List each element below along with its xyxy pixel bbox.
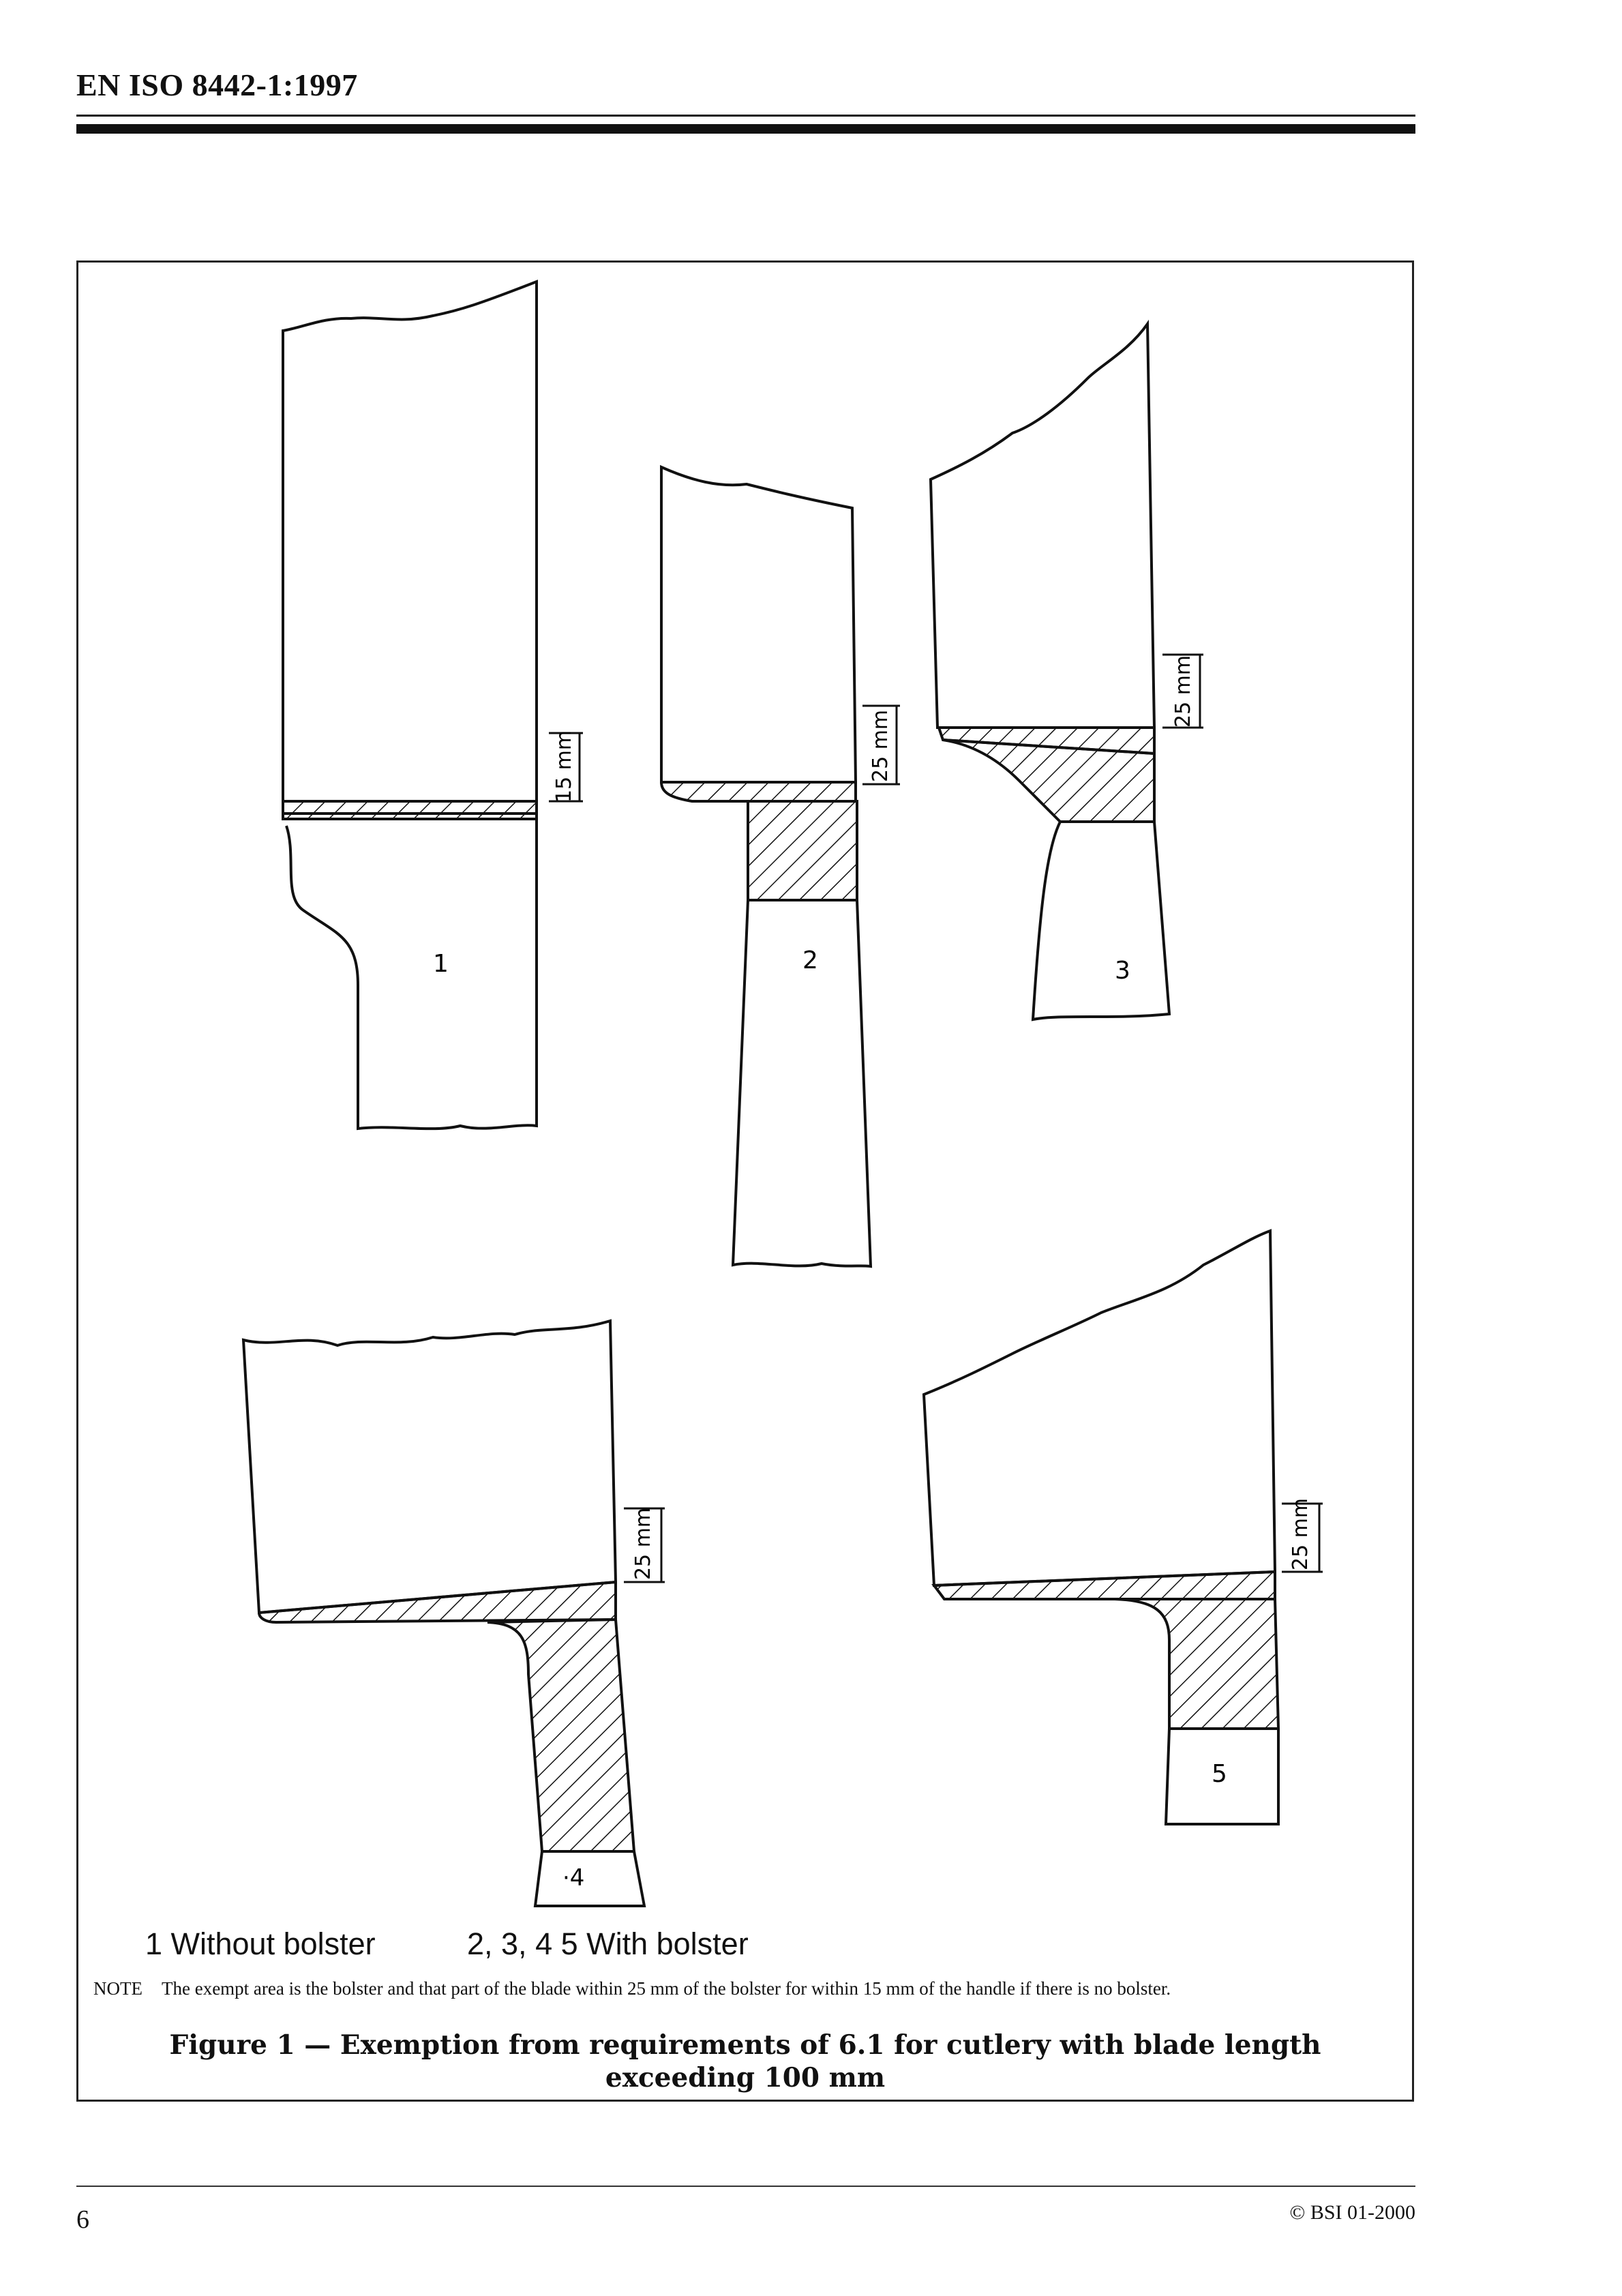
knife-3 — [929, 319, 1171, 1022]
figure-note: NOTE The exempt area is the bolster and t… — [93, 1976, 1396, 2001]
knife-2-handle — [731, 899, 873, 1268]
knife-2 — [659, 464, 873, 1268]
knife-1-label: 1 — [433, 950, 449, 978]
knife-5-label: 5 — [1212, 1760, 1227, 1788]
copyright: © BSI 01-2000 — [1289, 2201, 1415, 2224]
caption-line-1: Figure 1 — Exemption from requirements o… — [169, 2029, 1321, 2061]
knife-1-blade — [282, 280, 538, 815]
knife-5-bolster-neck — [1114, 1598, 1280, 1730]
knife-2-dimension — [862, 704, 900, 786]
caption-line-2: exceeding 100 mm — [605, 2062, 886, 2093]
footer-rule — [76, 2186, 1415, 2187]
knife-3-handle — [1031, 821, 1171, 1022]
note-label: NOTE — [93, 1978, 142, 1999]
figure-frame: 1 15 mm 2 25 mm 3 25 — [76, 260, 1414, 2102]
knife-4-bolster-strip — [257, 1580, 617, 1624]
knife-3-dimension — [1162, 653, 1203, 729]
knife-4-bolster-neck — [487, 1617, 636, 1853]
knife-4-dimension-label: 25 mm — [631, 1508, 655, 1580]
knife-1-dimension — [549, 732, 583, 803]
knife-3-bolster-neck — [942, 739, 1156, 823]
cutlery-drawing: 1 15 mm 2 25 mm 3 25 — [241, 280, 1323, 1907]
knife-4 — [241, 1319, 646, 1907]
knife-4-label: ·4 — [562, 1864, 584, 1892]
knife-2-ferrule — [747, 800, 858, 901]
knife-5-bolster-strip — [931, 1570, 1276, 1600]
knife-1-handle — [285, 819, 538, 1131]
knife-5-dimension — [1282, 1502, 1323, 1573]
knife-2-label: 2 — [802, 946, 818, 974]
knife-5-dimension-label: 25 mm — [1289, 1498, 1312, 1570]
knife-2-dimension-label: 25 mm — [869, 710, 892, 782]
knife-4-blade — [241, 1319, 618, 1615]
knife-4-dimension — [624, 1507, 665, 1583]
header-rule-thick — [76, 124, 1415, 134]
knife-4-handle — [533, 1851, 646, 1907]
knife-5 — [922, 1229, 1280, 1825]
knife-5-handle — [1164, 1728, 1280, 1825]
knife-3-label: 3 — [1115, 957, 1130, 985]
knife-1-dimension-label: 15 mm — [552, 730, 576, 803]
figure-caption: Figure 1 — Exemption from requirements o… — [78, 2029, 1412, 2094]
document-id: EN ISO 8442-1:1997 — [76, 68, 358, 102]
page-number: 6 — [76, 2205, 89, 2234]
knife-1 — [282, 280, 538, 1131]
note-text: The exempt area is the bolster and that … — [161, 1978, 1171, 1999]
knife-3-dimension-label: 25 mm — [1171, 655, 1195, 728]
knife-1-exempt-zone — [282, 800, 538, 820]
knife-2-bolster — [659, 781, 857, 803]
header-rule-thin — [76, 115, 1415, 117]
knife-2-blade — [660, 464, 858, 784]
legend-without-bolster: 1 Without bolster — [145, 1926, 376, 1961]
legend-with-bolster: 2, 3, 4 5 With bolster — [467, 1926, 749, 1961]
knife-3-blade — [929, 319, 1156, 729]
knife-5-blade — [922, 1229, 1277, 1587]
